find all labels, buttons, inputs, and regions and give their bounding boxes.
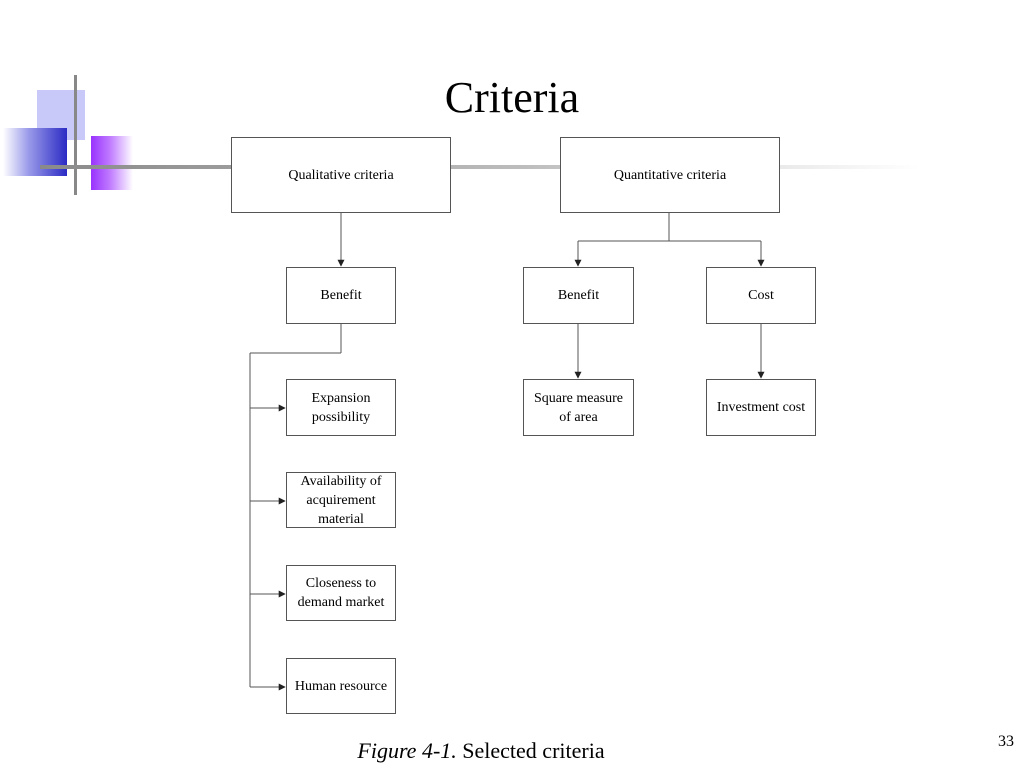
cost-box: Cost	[706, 267, 816, 324]
closeness-box: Closeness to demand market	[286, 565, 396, 621]
figure-caption: Figure 4-1. Selected criteria	[0, 737, 962, 765]
quantitative-benefit-label: Benefit	[557, 288, 600, 303]
availability-label: Availability of acquirement material	[300, 473, 382, 527]
qualitative-criteria-box: Qualitative criteria	[231, 137, 451, 213]
deco-vertical-rule	[74, 75, 77, 195]
deco-square-violet	[91, 136, 133, 190]
qualitative-criteria-label: Qualitative criteria	[288, 167, 394, 183]
investment-cost-box: Investment cost	[706, 379, 816, 436]
cost-label: Cost	[748, 288, 774, 303]
slide-title: Criteria	[444, 73, 580, 122]
quantitative-criteria-box: Quantitative criteria	[560, 137, 780, 213]
expansion-possibility-label: Expansion possibility	[311, 390, 371, 425]
investment-cost-label: Investment cost	[716, 400, 806, 415]
square-measure-box: Square measure of area	[523, 379, 634, 436]
quantitative-criteria-label: Quantitative criteria	[613, 167, 727, 183]
quantitative-benefit-box: Benefit	[523, 267, 634, 324]
human-resource-label: Human resource	[294, 678, 388, 694]
availability-box: Availability of acquirement material	[286, 472, 396, 528]
deco-horizontal-rule	[40, 165, 920, 169]
expansion-possibility-box: Expansion possibility	[286, 379, 396, 436]
qualitative-benefit-box: Benefit	[286, 267, 396, 324]
closeness-label: Closeness to demand market	[297, 576, 385, 610]
square-measure-label: Square measure of area	[533, 390, 624, 425]
figure-label: Figure 4-1.	[357, 738, 457, 763]
page-number: 33	[998, 733, 1014, 750]
qualitative-benefit-label: Benefit	[320, 288, 362, 303]
figure-caption-text: Selected criteria	[462, 738, 605, 763]
human-resource-box: Human resource	[286, 658, 396, 714]
